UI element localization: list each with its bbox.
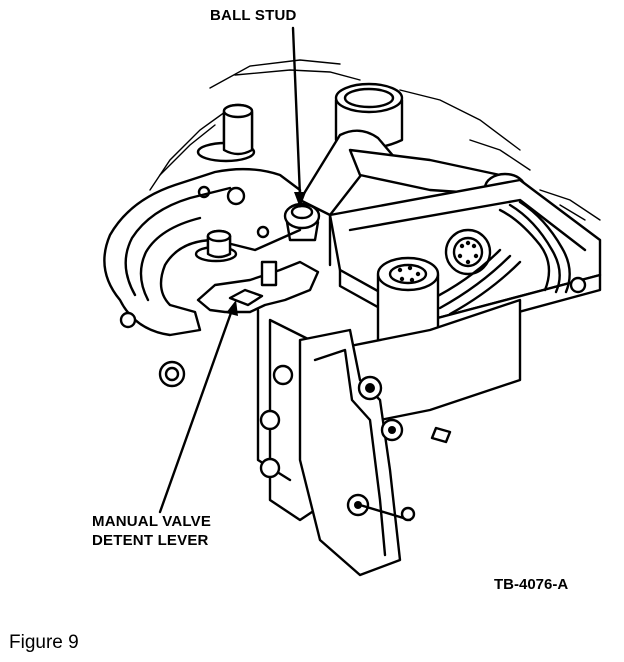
ball-stud-leader [291,26,306,208]
reference-code: TB-4076-A [494,576,569,593]
detent-lever-label: MANUAL VALVE DETENT LEVER [92,512,211,550]
left-pin [196,103,256,163]
ball-stud-label: BALL STUD [210,7,297,24]
background-casting [149,59,601,221]
valve-body-block [328,178,602,338]
detent-lever-label-line2: DETENT LEVER [92,532,209,549]
lower-side-panel [256,298,522,577]
detent-lever-label-line1: MANUAL VALVE [92,513,212,530]
left-housing-plate [103,167,302,337]
ball-stud [283,202,321,242]
figure-caption: Figure 9 [9,632,79,653]
detent-lever [194,225,320,314]
detent-lever-leader [158,300,238,514]
left-side-bolt [158,360,186,388]
